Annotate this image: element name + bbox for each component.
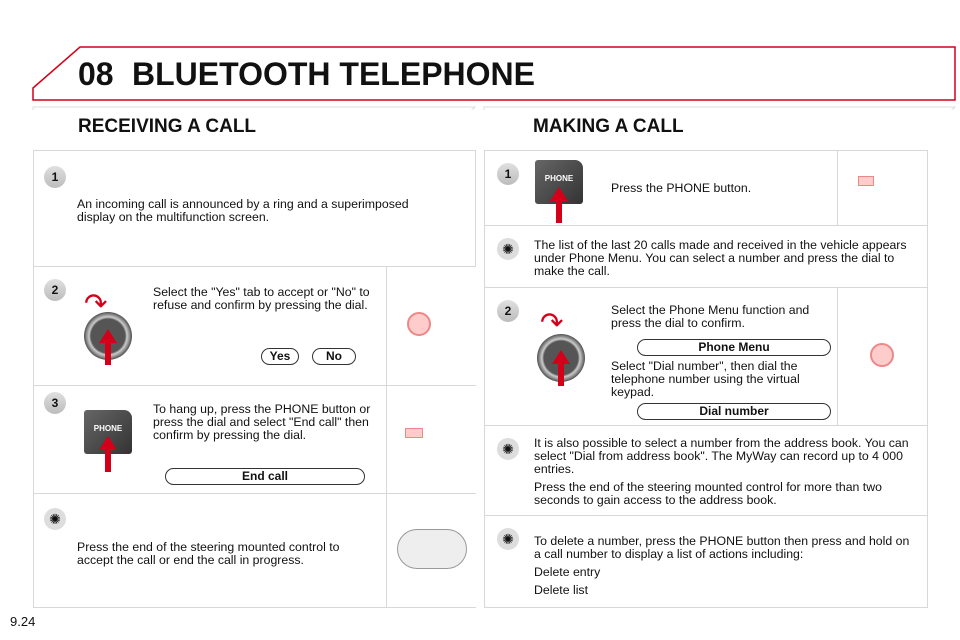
make-tip-3: ✺ To delete a number, press the PHONE bu… [484,515,928,608]
step-text-2: Select "Dial number", then dial the tele… [611,359,800,399]
dashboard-dial-image [386,267,476,385]
step-badge: 1 [497,163,519,185]
tip-text: The list of the last 20 calls made and r… [534,238,907,278]
rotate-arrow-icon: ↷ [84,288,108,319]
steering-control-image [386,494,476,607]
step-text: Press the PHONE button. [611,181,752,195]
tip-icon: ✺ [497,238,519,260]
dashboard-dial-image [837,288,927,425]
section-heading-receiving: RECEIVING A CALL [78,116,257,137]
step-badge: 3 [44,392,66,414]
tip-text: To delete a number, press the PHONE butt… [534,535,919,602]
tip-paragraph: It is also possible to select a number f… [534,436,909,476]
receive-step-3: 3 PHONE To hang up, press the PHONE butt… [33,385,476,494]
page-number: 9.24 [10,614,36,629]
step-text: Select the Phone Menu function and press… [611,303,810,330]
press-arrow-icon [99,329,117,365]
dashboard-phone-image [837,151,927,225]
phone-menu-option[interactable]: Phone Menu [637,339,831,356]
dashboard-phone-image [386,386,476,493]
page-title: BLUETOOTH TELEPHONE [132,56,535,92]
tip-icon: ✺ [44,508,66,530]
no-tab[interactable]: No [312,348,356,365]
press-arrow-icon [99,436,117,472]
tip-paragraph: Press the end of the steering mounted co… [534,480,882,507]
header-frame [32,46,957,110]
tip-text: Press the end of the steering mounted co… [77,540,340,567]
tip-icon: ✺ [497,528,519,550]
step-badge: 2 [44,279,66,301]
step-badge: 2 [497,300,519,322]
end-call-option[interactable]: End call [165,468,365,485]
tip-list-item: Delete entry [534,565,601,579]
chapter-number: 08 [78,56,114,92]
receive-tip: ✺ Press the end of the steering mounted … [33,493,476,608]
press-arrow-icon [552,350,570,386]
receive-step-2: 2 ↷ Select the "Yes" tab to accept or "N… [33,266,476,386]
rotate-arrow-icon: ↷ [540,307,564,338]
receive-step-1: 1 An incoming call is announced by a rin… [33,150,476,267]
tip-list-item: Delete list [534,583,588,597]
make-tip-1: ✺ The list of the last 20 calls made and… [484,225,928,288]
make-step-1: 1 PHONE Press the PHONE button. [484,150,928,226]
step-badge: 1 [44,166,66,188]
tip-paragraph: To delete a number, press the PHONE butt… [534,534,910,561]
step-text: An incoming call is announced by a ring … [77,197,409,224]
step-text: Select the "Yes" tab to accept or "No" t… [153,285,370,312]
make-step-2: 2 ↷ Select the Phone Menu function and p… [484,287,928,426]
tip-text: It is also possible to select a number f… [534,437,919,512]
section-heading-making: MAKING A CALL [533,116,684,137]
press-arrow-icon [550,187,568,223]
dial-number-option[interactable]: Dial number [637,403,831,420]
tip-icon: ✺ [497,438,519,460]
step-text: To hang up, press the PHONE button or pr… [153,402,371,442]
make-tip-2: ✺ It is also possible to select a number… [484,425,928,516]
yes-tab[interactable]: Yes [261,348,299,365]
